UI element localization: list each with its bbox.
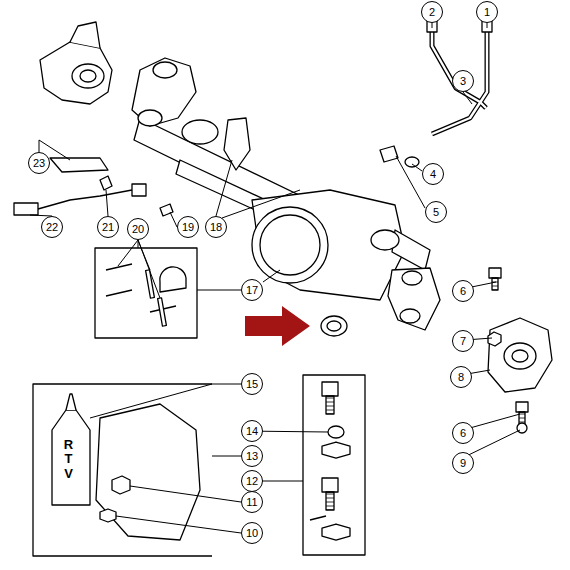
callout-circle: 22 [41, 216, 63, 238]
callout-circle: 19 [177, 216, 199, 238]
callout-number: 6 [460, 428, 466, 439]
steering-knuckle [488, 318, 552, 392]
callout-circle: 17 [241, 279, 263, 301]
callout-number: 21 [102, 222, 114, 233]
callout-number: 23 [33, 158, 45, 169]
parts-bracket [303, 375, 365, 555]
callout-number: 17 [246, 285, 258, 296]
callout-circle: 4 [422, 163, 444, 185]
callout-number: 2 [429, 7, 435, 18]
axle-yoke [388, 268, 440, 330]
callout-number: 4 [430, 169, 436, 180]
callout-circle: 8 [450, 366, 472, 388]
callout-circle: 12 [241, 470, 263, 492]
callout-circle: 9 [452, 452, 474, 474]
callout-number: 9 [460, 458, 466, 469]
parts-bracket [33, 384, 212, 556]
pointer-arrow [245, 306, 310, 346]
callout-number: 13 [246, 451, 258, 462]
tube-label: RTV [62, 438, 75, 481]
callout-number: 11 [246, 497, 257, 508]
callout-circle: 18 [205, 216, 227, 238]
callout-number: 20 [132, 224, 144, 235]
callout-circle: 21 [97, 216, 119, 238]
callout-number: 19 [182, 222, 194, 233]
callout-circle: 10 [241, 522, 263, 544]
callout-circle: 3 [452, 70, 474, 92]
callout-circle: 1 [476, 1, 498, 23]
callout-number: 18 [210, 222, 222, 233]
rtv-tube [52, 410, 90, 505]
callout-number: 8 [458, 372, 464, 383]
differential-cover [96, 404, 200, 540]
callout-circle: 7 [452, 330, 474, 352]
callout-number: 3 [460, 76, 466, 87]
callout-circle: 20 [127, 218, 149, 240]
callout-number: 22 [46, 222, 58, 233]
callout-number: 12 [246, 476, 258, 487]
callout-circle: 6 [452, 280, 474, 302]
callout-circle: 15 [241, 373, 263, 395]
callout-circle: 11 [241, 491, 263, 513]
callout-circle: 6 [452, 422, 474, 444]
callout-number: 6 [460, 286, 466, 297]
callout-number: 10 [246, 528, 258, 539]
callout-circle: 2 [421, 1, 443, 23]
callout-number: 1 [484, 7, 490, 18]
callout-number: 14 [246, 426, 258, 437]
abs-sensor [14, 203, 38, 215]
callout-number: 7 [460, 336, 466, 347]
callout-circle: 14 [241, 420, 263, 442]
sensor-bracket [50, 158, 108, 172]
callout-number: 15 [246, 379, 258, 390]
axle-yoke [132, 58, 196, 126]
callout-circle: 13 [241, 445, 263, 467]
callout-circle: 5 [425, 201, 447, 223]
leader-lines [30, 23, 520, 533]
differential-housing [252, 190, 405, 300]
callout-circle: 23 [28, 152, 50, 174]
steering-knuckle [40, 42, 112, 104]
callout-number: 5 [433, 207, 439, 218]
